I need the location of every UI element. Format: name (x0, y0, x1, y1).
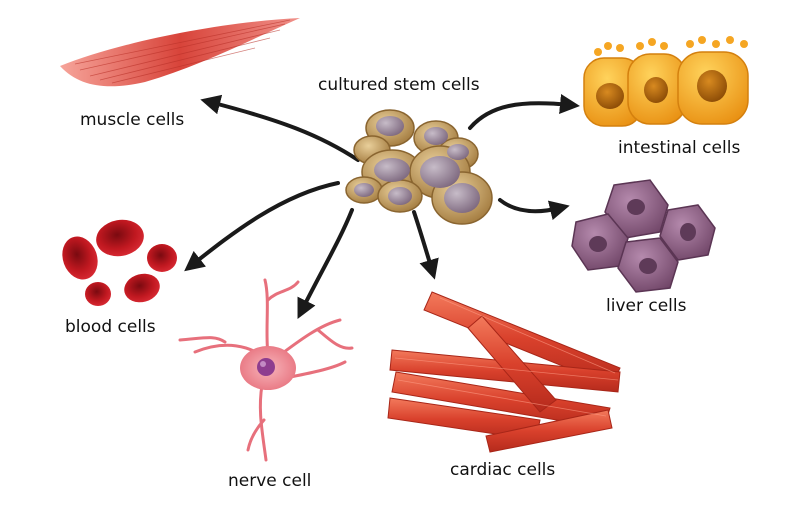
arrow-to-cardiac (412, 210, 439, 280)
label-cardiac-cells: cardiac cells (450, 460, 556, 480)
stem-cells-illustration (345, 109, 493, 225)
cardiac-cells-illustration (387, 291, 621, 453)
arrow-to-intestinal (468, 94, 580, 130)
label-intestinal-cells: intestinal cells (618, 138, 741, 158)
liver-cells-illustration (571, 179, 716, 293)
arrows (184, 94, 580, 319)
intestinal-cells-illustration (583, 36, 749, 127)
label-cultured-stem-cells: cultured stem cells (318, 75, 480, 95)
label-nerve-cell: nerve cell (228, 471, 312, 491)
label-blood-cells: blood cells (65, 317, 156, 337)
arrow-to-nerve (297, 208, 354, 319)
arrow-to-liver (498, 198, 570, 221)
label-muscle-cells: muscle cells (80, 110, 185, 130)
blood-cells-illustration (62, 219, 177, 306)
muscle-cells-illustration (60, 18, 300, 87)
arrow-to-muscle (200, 94, 360, 162)
arrow-to-blood (184, 181, 340, 272)
label-liver-cells: liver cells (606, 296, 687, 316)
nerve-cell-illustration (178, 278, 354, 462)
